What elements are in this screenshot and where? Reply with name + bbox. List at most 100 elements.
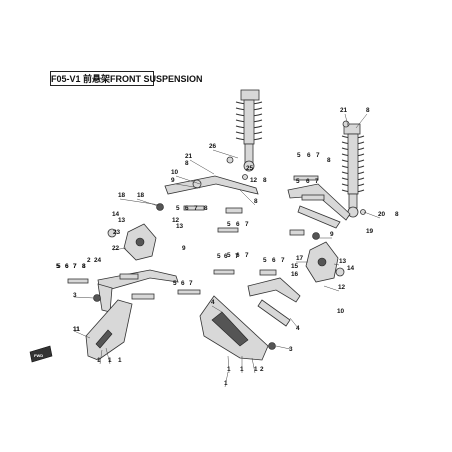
callout-number: 7 [245, 252, 249, 259]
left-steering-knuckle [107, 223, 157, 261]
callout-number: 5 [56, 263, 60, 270]
callout-number: 1 [108, 357, 112, 364]
leader-line [175, 175, 201, 185]
callout-number: 22 [112, 245, 120, 252]
callout-number: 12 [172, 217, 180, 224]
callout-number: 1 [227, 366, 231, 373]
callout-number: 1 [97, 357, 101, 364]
callout-number: 6 [236, 252, 240, 259]
leader-line [73, 330, 91, 339]
callout-number: 25 [246, 165, 254, 172]
callout-number: 19 [366, 228, 374, 235]
right-upper-a-arm [287, 183, 351, 229]
leader-line [344, 113, 349, 127]
callout-number: 10 [337, 308, 345, 315]
leader-line [323, 285, 340, 292]
leader-line [333, 263, 340, 266]
callout-number: 8 [366, 107, 370, 114]
callout-number: 8 [263, 177, 267, 184]
callout-number: 8 [82, 263, 86, 270]
leader-line [212, 149, 239, 159]
callout-number: 23 [113, 229, 121, 236]
leader-line [189, 159, 215, 175]
callout-number: 7 [245, 221, 249, 228]
leader-line [289, 317, 299, 329]
callout-number: 4 [296, 325, 300, 332]
callout-number: 5 [176, 205, 180, 212]
callout-number: 3 [73, 292, 77, 299]
callout-number: 7 [73, 263, 77, 270]
callout-number: 6 [65, 263, 69, 270]
callout-number: 7 [316, 152, 320, 159]
callout-number: 6 [224, 253, 228, 260]
right-steering-knuckle [305, 241, 345, 283]
leader-line [239, 189, 256, 206]
leader-line [105, 347, 111, 365]
leader-line [355, 113, 368, 129]
page-title: F05-V1 前悬架FRONT SUSPENSION [50, 71, 203, 86]
callout-number: 14 [347, 265, 355, 272]
callout-number: 5 [173, 280, 177, 287]
callout-number: 1 [118, 357, 122, 364]
callout-number: 5 [227, 252, 231, 259]
left-skid-guard [85, 299, 133, 361]
callout-number: 5 [296, 178, 300, 185]
callout-number: 10 [171, 169, 179, 176]
callout-number: 6 [236, 221, 240, 228]
leader-line [275, 345, 291, 350]
leader-line [73, 296, 95, 299]
callout-number: 18 [118, 192, 126, 199]
callout-number: 26 [209, 143, 217, 150]
leader-line [211, 305, 223, 313]
callout-number: 5 [217, 253, 221, 260]
ball-joints [93, 203, 320, 350]
left-upper-a-arm [164, 175, 259, 195]
callout-number: 6 [306, 178, 310, 185]
fwd-badge-text: FWD [34, 353, 43, 358]
callout-number: 13 [176, 223, 184, 230]
left-lower-a-arm [97, 269, 179, 313]
callout-number: 7 [73, 263, 77, 270]
callout-number: 6 [65, 263, 69, 270]
callout-number: 24 [94, 257, 102, 264]
leader-line [175, 183, 201, 189]
callout-number: 13 [118, 217, 126, 224]
callout-number: 13 [339, 258, 347, 265]
callout-number: 3 [289, 346, 293, 353]
callout-number: 9 [171, 177, 175, 184]
callout-number: 5 [227, 221, 231, 228]
right-shock-absorber [341, 123, 365, 218]
callout-number: 5 [263, 257, 267, 264]
callout-number: 4 [211, 299, 215, 306]
callout-number: 8 [82, 263, 86, 270]
leader-line [227, 355, 230, 374]
callout-number: 6 [272, 257, 276, 264]
left-shock-absorber [235, 89, 263, 172]
callout-number: 12 [250, 177, 258, 184]
callout-number: 5 [57, 263, 61, 270]
leader-line [224, 371, 229, 388]
callout-number: 7 [189, 280, 193, 287]
fwd-direction-badge: FWD [29, 345, 53, 363]
callout-number: 7 [235, 253, 239, 260]
callout-number: 15 [291, 263, 299, 270]
callout-number: 8 [185, 160, 189, 167]
callout-number: 11 [73, 326, 80, 333]
callout-number: 7 [194, 205, 198, 212]
leader-line [99, 349, 103, 365]
callout-number: 21 [340, 107, 348, 114]
callout-number: 20 [378, 211, 386, 218]
callout-number: 6 [307, 152, 311, 159]
callout-number: 18 [137, 192, 145, 199]
callout-number: 11 [73, 326, 80, 333]
right-lower-a-arm [247, 277, 301, 327]
callout-number: 17 [296, 255, 304, 262]
callout-number: 8 [204, 205, 208, 212]
callout-number: 1 [254, 366, 258, 373]
callout-number: 9 [182, 245, 186, 252]
callout-number: 12 [338, 284, 346, 291]
leader-line [136, 198, 159, 207]
callout-number: 7 [281, 257, 285, 264]
callout-number: 7 [315, 178, 319, 185]
leader-line [251, 357, 256, 374]
